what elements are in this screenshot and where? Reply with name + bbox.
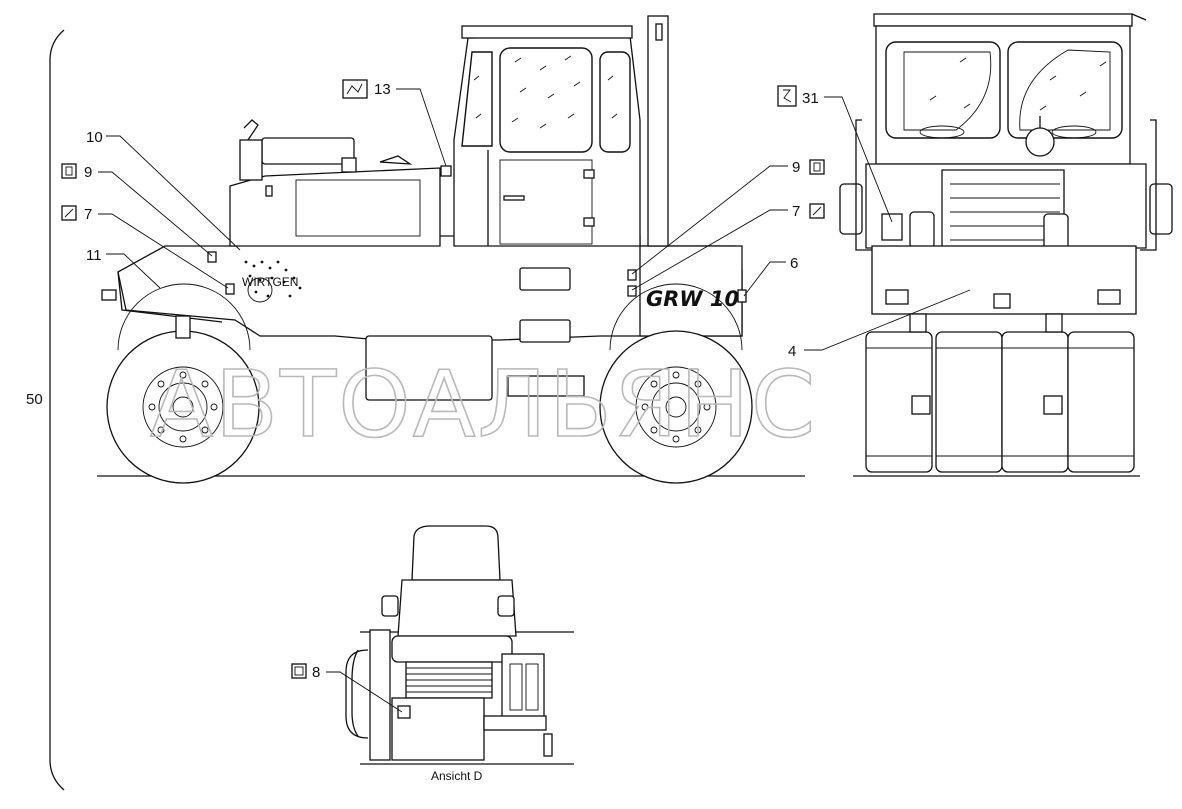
rear-compartment (639, 245, 743, 337)
door-handle (583, 169, 595, 179)
seat-cushion (391, 635, 513, 663)
armrest-left (381, 595, 399, 617)
rear-view-roller (839, 13, 1173, 477)
decal-31-icon (777, 85, 797, 107)
body-slot-lower (519, 319, 571, 343)
hitch-rear (993, 293, 1011, 309)
model-badge: GRW 10 (646, 287, 739, 311)
rear-lamp-left (909, 211, 935, 249)
seat-backrest (411, 525, 501, 581)
decal-31 (881, 213, 903, 241)
glass-reflection-marks (473, 55, 618, 129)
exhaust-stack (647, 15, 669, 247)
step-plate (507, 375, 585, 397)
decal-9-icon-right (809, 159, 825, 175)
wirtgen-plate-text: WIRTGEN (242, 275, 298, 289)
rear-window-right (1007, 41, 1123, 139)
callout-7-right-label: 7 (792, 203, 800, 220)
rear-cab-roof (873, 13, 1133, 27)
tail-light-right (1097, 289, 1121, 305)
control-lever-group (501, 653, 545, 719)
callout-7-left-label: 7 (84, 206, 92, 223)
front-hitch (101, 289, 117, 301)
cab-window-front (499, 47, 593, 153)
filler-cap (341, 157, 357, 173)
callout-50-label: 50 (26, 391, 43, 408)
cab-window-rear (599, 51, 631, 153)
callout-4-label: 4 (788, 343, 796, 360)
callout-11-label: 11 (86, 247, 102, 264)
side-console (369, 629, 391, 761)
rear-window-left (885, 41, 1001, 139)
callout-9-left-label: 9 (84, 164, 92, 181)
watermark: АВТОАЛЬЯНС (150, 351, 817, 458)
side-grille-panel (295, 179, 421, 237)
decal-7-right (627, 285, 637, 297)
decal-9-right (627, 269, 637, 281)
mirror-right (1149, 183, 1173, 235)
side-view-roller: WIRTGEN GRW 10 (97, 15, 805, 484)
decal-9-icon-left (61, 163, 77, 179)
decal-9-left (207, 251, 217, 263)
decal-8 (397, 705, 411, 719)
seat-detail-view: Ansicht D (345, 525, 574, 783)
mirror-left (839, 183, 863, 235)
rear-lamp-right (1043, 213, 1069, 251)
assembly-bracket: 50 (26, 29, 65, 791)
callout-9-right-label: 9 (792, 159, 800, 176)
side-access-panel (365, 335, 493, 401)
armrest-right (497, 595, 515, 617)
cab-window-side (461, 51, 493, 147)
callout-13-label: 13 (374, 81, 391, 98)
rear-wheel-tire (599, 330, 753, 484)
body-slot-upper (519, 267, 571, 291)
steering-wheel (1025, 127, 1055, 157)
callout-8-label: 8 (312, 664, 320, 681)
decal-8-icon (291, 663, 307, 679)
exhaust-pipe (239, 139, 263, 181)
callout-10-label: 10 (86, 129, 103, 146)
decal-13 (440, 165, 452, 177)
cab-door (499, 159, 593, 245)
view-caption: Ansicht D (431, 769, 483, 783)
seat-cushion-back (397, 579, 517, 637)
decal-dot-pattern (244, 260, 302, 298)
air-filter (261, 137, 355, 165)
tail-light-left (885, 289, 909, 305)
cab-roof (461, 25, 633, 39)
callouts: 13 10 9 7 11 9 7 6 31 (61, 79, 971, 713)
vent-cap (379, 155, 413, 165)
rear-tires (865, 331, 1135, 473)
decal-7-left (225, 283, 235, 295)
callout-31-label: 31 (802, 90, 819, 107)
callout-6-label: 6 (790, 255, 798, 272)
